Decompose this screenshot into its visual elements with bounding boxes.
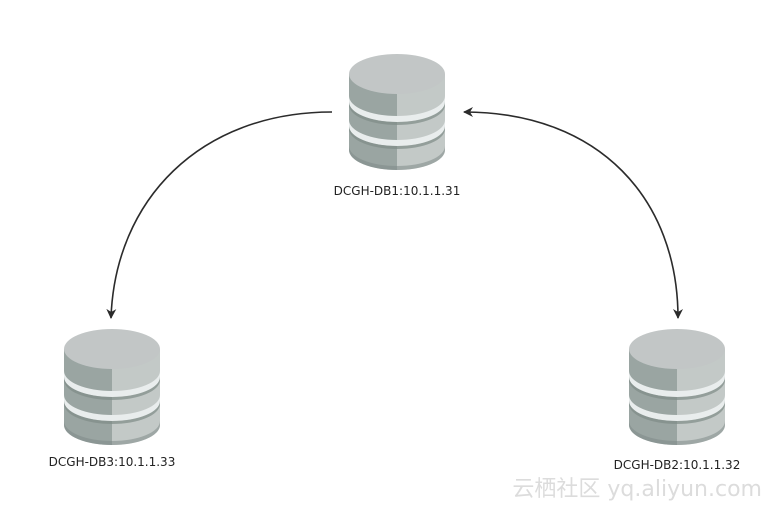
database-icon — [64, 329, 160, 445]
db2-label: DCGH-DB2:10.1.1.32 — [614, 458, 741, 472]
database-db3: DCGH-DB3:10.1.1.33 — [49, 329, 176, 469]
database-icon — [349, 54, 445, 170]
database-db2: DCGH-DB2:10.1.1.32 — [614, 329, 741, 472]
database-db1: DCGH-DB1:10.1.1.31 — [334, 54, 461, 198]
db3-label: DCGH-DB3:10.1.1.33 — [49, 455, 176, 469]
edge-db1-to-db3 — [106, 111, 333, 319]
edge-db1-db2-bidirectional — [463, 107, 683, 319]
watermark: 云栖社区 yq.aliyun.com — [512, 477, 762, 502]
db1-label: DCGH-DB1:10.1.1.31 — [334, 184, 461, 198]
database-icon — [629, 329, 725, 445]
